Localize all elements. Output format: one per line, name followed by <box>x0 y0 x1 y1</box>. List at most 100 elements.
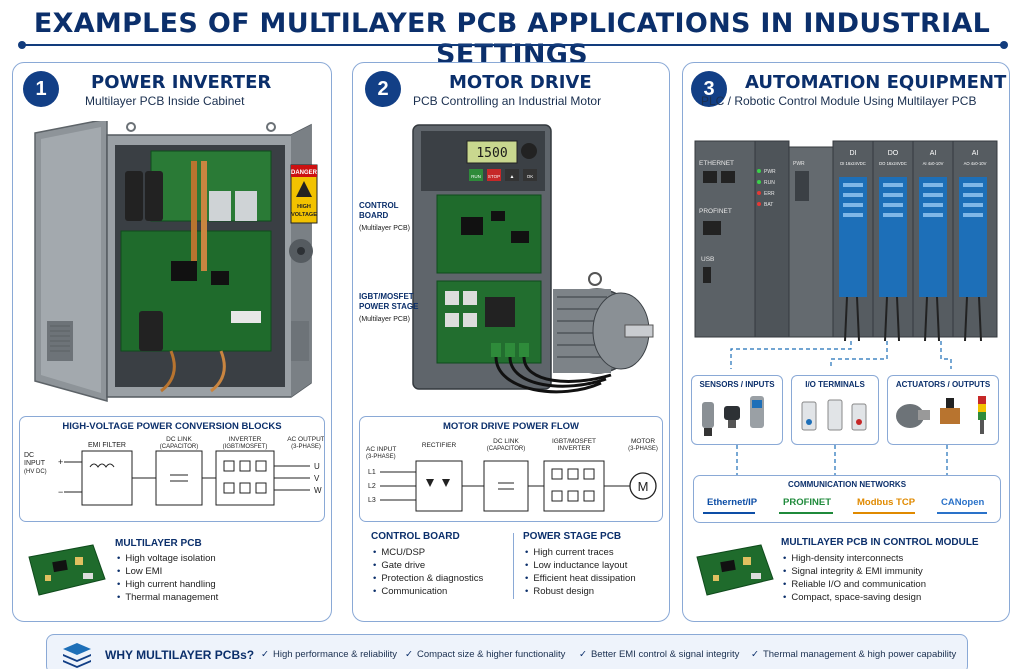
footer-point: ✓Compact size & higher functionality <box>405 649 565 660</box>
comm-connector-arrows <box>736 445 948 475</box>
minus-sign: − <box>58 487 63 497</box>
block-label-dclink-2: (CAPACITOR) <box>487 446 525 452</box>
danger-sub-1: HIGH <box>297 204 311 210</box>
ac-output-label: AC OUTPUT <box>287 436 324 443</box>
motor-symbol: M <box>638 479 649 494</box>
line-l2: L2 <box>368 483 376 490</box>
control-board-title: CONTROL BOARD <box>371 531 460 542</box>
module-ai-title: AI <box>930 150 937 157</box>
why-multilayer-footer: WHY MULTILAYER PCBs? ✓High performance &… <box>46 634 968 669</box>
control-module-title: MULTILAYER PCB IN CONTROL MODULE <box>781 537 979 548</box>
power-stage-callout: IGBT/MOSFET POWER STAGE <box>359 292 419 311</box>
block-label-inverter-2: (IGBT/MOSFET) <box>223 444 268 450</box>
list-item: High-density interconnects <box>783 552 926 565</box>
module-ai-sub: AI 4x0-10V <box>923 161 944 166</box>
communication-networks-box: COMMUNICATION NETWORKS <box>693 475 1001 523</box>
list-item: Thermal management <box>117 591 218 604</box>
block-label-inverter: INVERTER <box>229 436 262 443</box>
sensors-inputs-box: SENSORS / INPUTS <box>691 375 783 445</box>
block-label-emi: EMI FILTER <box>88 442 126 449</box>
list-item: Signal integrity & EMI immunity <box>783 565 926 578</box>
motor-drive-illustration: 1500 RUN STOP ▲ OK <box>412 124 654 394</box>
category-title: SENSORS / INPUTS <box>699 380 775 389</box>
list-item: Efficient heat dissipation <box>525 572 635 585</box>
line-l1: L1 <box>368 469 376 476</box>
network-ethernet-ip: Ethernet/IP <box>707 497 758 508</box>
check-icon: ✓ <box>751 649 759 660</box>
list-item: High current traces <box>525 546 636 559</box>
control-board-list: MCU/DSP Gate drive Protection & diagnost… <box>373 546 483 598</box>
module-di-title: DI <box>850 150 857 157</box>
io-module <box>832 140 874 338</box>
module-di-sub: DI 16x24VDC <box>840 161 866 166</box>
diagram-title: MOTOR DRIVE POWER FLOW <box>443 421 579 432</box>
block-label-rectifier: RECTIFIER <box>422 442 457 449</box>
drive-display: 1500 <box>476 146 507 161</box>
io-module <box>872 140 914 338</box>
danger-label: DANGER <box>291 170 318 176</box>
power-conversion-diagram: HIGH-VOLTAGE POWER CONVERSION BLOCKS DC … <box>19 416 325 522</box>
led-bat: BAT <box>764 202 773 208</box>
footer-point-text: Thermal management & high power capabili… <box>762 649 957 660</box>
panel-power-inverter: 1 POWER INVERTER Multilayer PCB Inside C… <box>12 62 332 622</box>
network-underline <box>779 512 833 514</box>
io-terminals-box: I/O TERMINALS <box>791 375 879 445</box>
power-stage-title: POWER STAGE PCB <box>523 531 622 542</box>
module-do-sub: DO 16x24VDC <box>879 161 907 166</box>
plc-illustration: ETHERNET PROFINET USB PWR RUN ERR BAT PW… <box>694 140 998 369</box>
ac-output-label-2: (3-PHASE) <box>291 444 321 450</box>
sensors-icon <box>702 396 764 436</box>
power-stage-note: (Multilayer PCB) <box>359 316 410 323</box>
motor-drive-diagram: MOTOR DRIVE POWER FLOW AC INPUT (3-PHASE… <box>359 416 663 522</box>
network-underline <box>937 512 987 514</box>
phase-u: U <box>314 462 320 471</box>
check-icon: ✓ <box>261 649 269 660</box>
layers-icon <box>63 643 91 668</box>
power-conversion-schematic: DC INPUT (HV DC) + − EMI FILTER DC LINK … <box>24 436 324 506</box>
list-item: Communication <box>373 585 483 598</box>
multilayer-pcb-title: MULTILAYER PCB <box>115 538 202 549</box>
io-terminals-icon <box>801 399 867 431</box>
category-title: ACTUATORS / OUTPUTS <box>895 380 991 389</box>
check-icon: ✓ <box>579 649 587 660</box>
list-item: High voltage isolation <box>117 552 218 565</box>
profinet-label: PROFINET <box>699 208 732 215</box>
control-module-pcb-thumbnail <box>696 544 774 596</box>
ethernet-label: ETHERNET <box>699 160 734 167</box>
panel-title: MOTOR DRIVE <box>449 72 592 93</box>
check-icon: ✓ <box>405 649 413 660</box>
diagram-title: HIGH-VOLTAGE POWER CONVERSION BLOCKS <box>62 421 282 432</box>
control-board-note: (Multilayer PCB) <box>359 225 410 232</box>
inverter-cabinet-illustration: DANGER HIGH VOLTAGE <box>34 121 318 402</box>
phase-v: V <box>314 474 320 483</box>
footer-point: ✓High performance & reliability <box>261 649 397 660</box>
dc-input-label: DC <box>24 452 34 459</box>
list-item: High current handling <box>117 578 218 591</box>
run-key: RUN <box>471 174 481 179</box>
block-label-igbt-2: INVERTER <box>558 445 591 452</box>
io-module <box>912 140 954 338</box>
ac-input-label: AC INPUT <box>366 446 396 453</box>
phase-w: W <box>314 486 322 495</box>
led-err: ERR <box>764 191 775 197</box>
panel-subtitle: Multilayer PCB Inside Cabinet <box>85 94 245 108</box>
block-label-igbt: IGBT/MOSFET <box>552 438 596 445</box>
usb-label: USB <box>701 256 714 263</box>
motor-label-2: (3-PHASE) <box>628 446 658 452</box>
list-item: Protection & diagnostics <box>373 572 483 585</box>
panel-number-badge: 1 <box>23 71 59 107</box>
panel-motor-drive: 2 MOTOR DRIVE PCB Controlling an Industr… <box>352 62 670 622</box>
danger-sub-2: VOLTAGE <box>291 212 317 218</box>
module-ao-sub: AO 4x0-10V <box>964 161 987 166</box>
dc-input-label-2: INPUT <box>24 460 46 467</box>
network-profinet: PROFINET <box>783 497 832 508</box>
up-key: ▲ <box>510 174 515 180</box>
led-run: RUN <box>764 180 775 186</box>
panel-number-badge: 2 <box>365 71 401 107</box>
footer-point-text: Compact size & higher functionality <box>416 649 566 660</box>
module-ao-title: AI <box>972 150 979 157</box>
block-label-dclink: DC LINK <box>166 436 192 443</box>
panel-title: AUTOMATION EQUIPMENT <box>745 72 1007 93</box>
dc-input-label-3: (HV DC) <box>24 469 47 475</box>
list-item: Compact, space-saving design <box>783 591 926 604</box>
